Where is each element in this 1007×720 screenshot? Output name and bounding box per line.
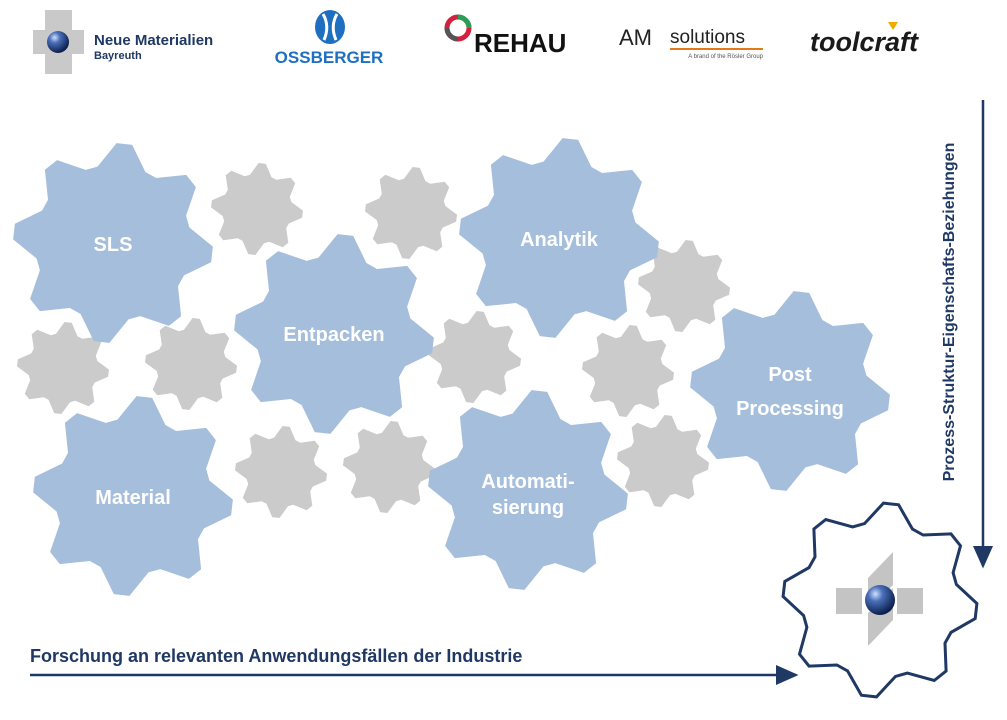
grey-gear-5: [145, 318, 237, 410]
grey-gear-1: [211, 163, 303, 255]
grey-gear-7: [582, 325, 674, 417]
gear-automatisierung: [428, 390, 628, 590]
logo-rehau: REHAU: [444, 14, 566, 58]
grey-gear-2: [365, 167, 457, 259]
gear-label-automatisierung-1: Automati-: [481, 471, 574, 493]
logo-am-name: solutions: [670, 27, 745, 48]
gear-analytik: [459, 138, 659, 338]
logo-nmb-line1: Neue Materialien: [94, 32, 213, 49]
logo-ossberger-text: OSSBERGER: [275, 48, 384, 67]
bottom-axis-label: Forschung an relevanten Anwendungsfällen…: [30, 646, 523, 666]
gear-sls: [13, 143, 213, 343]
nmb-mark-icon: [836, 552, 923, 646]
logo-neue-materialien: Neue Materialien Bayreuth: [33, 10, 213, 74]
side-axis-label: Prozess-Struktur-Eigenschafts-Beziehunge…: [941, 142, 958, 482]
logo-ossberger: OSSBERGER: [275, 10, 384, 67]
grey-gears: [17, 163, 730, 518]
grey-gear-10: [617, 415, 709, 507]
gear-label-processing: Processing: [736, 398, 844, 420]
logo-am-mark: AM: [619, 25, 652, 50]
sphere-icon: [47, 31, 69, 53]
grey-gear-8: [235, 426, 327, 518]
gear-label-sls: SLS: [94, 234, 133, 256]
logo-toolcraft-text: toolcraft: [810, 27, 919, 57]
gear-label-entpacken: Entpacken: [283, 324, 384, 346]
gear-entpacken: [234, 234, 434, 434]
grey-gear-6: [429, 311, 521, 403]
logo-toolcraft: toolcraft: [810, 22, 919, 57]
gear-material: [33, 396, 233, 596]
grey-gear-4: [17, 322, 109, 414]
blue-gears: [13, 138, 890, 596]
grey-gear-9: [343, 421, 435, 513]
gear-label-analytik: Analytik: [520, 229, 599, 251]
gear-label-post: Post: [768, 364, 812, 386]
logo-rehau-text: REHAU: [474, 28, 566, 58]
logo-nmb-line2: Bayreuth: [94, 50, 142, 62]
gear-label-automatisierung-2: sierung: [492, 497, 564, 519]
gear-post-processing: [690, 291, 890, 491]
grey-gear-3: [638, 240, 730, 332]
gear-label-material: Material: [95, 487, 171, 509]
logo-am-tagline: A brand of the Rösler Group: [688, 54, 763, 60]
logo-am-solutions: AM solutions A brand of the Rösler Group: [619, 25, 764, 60]
